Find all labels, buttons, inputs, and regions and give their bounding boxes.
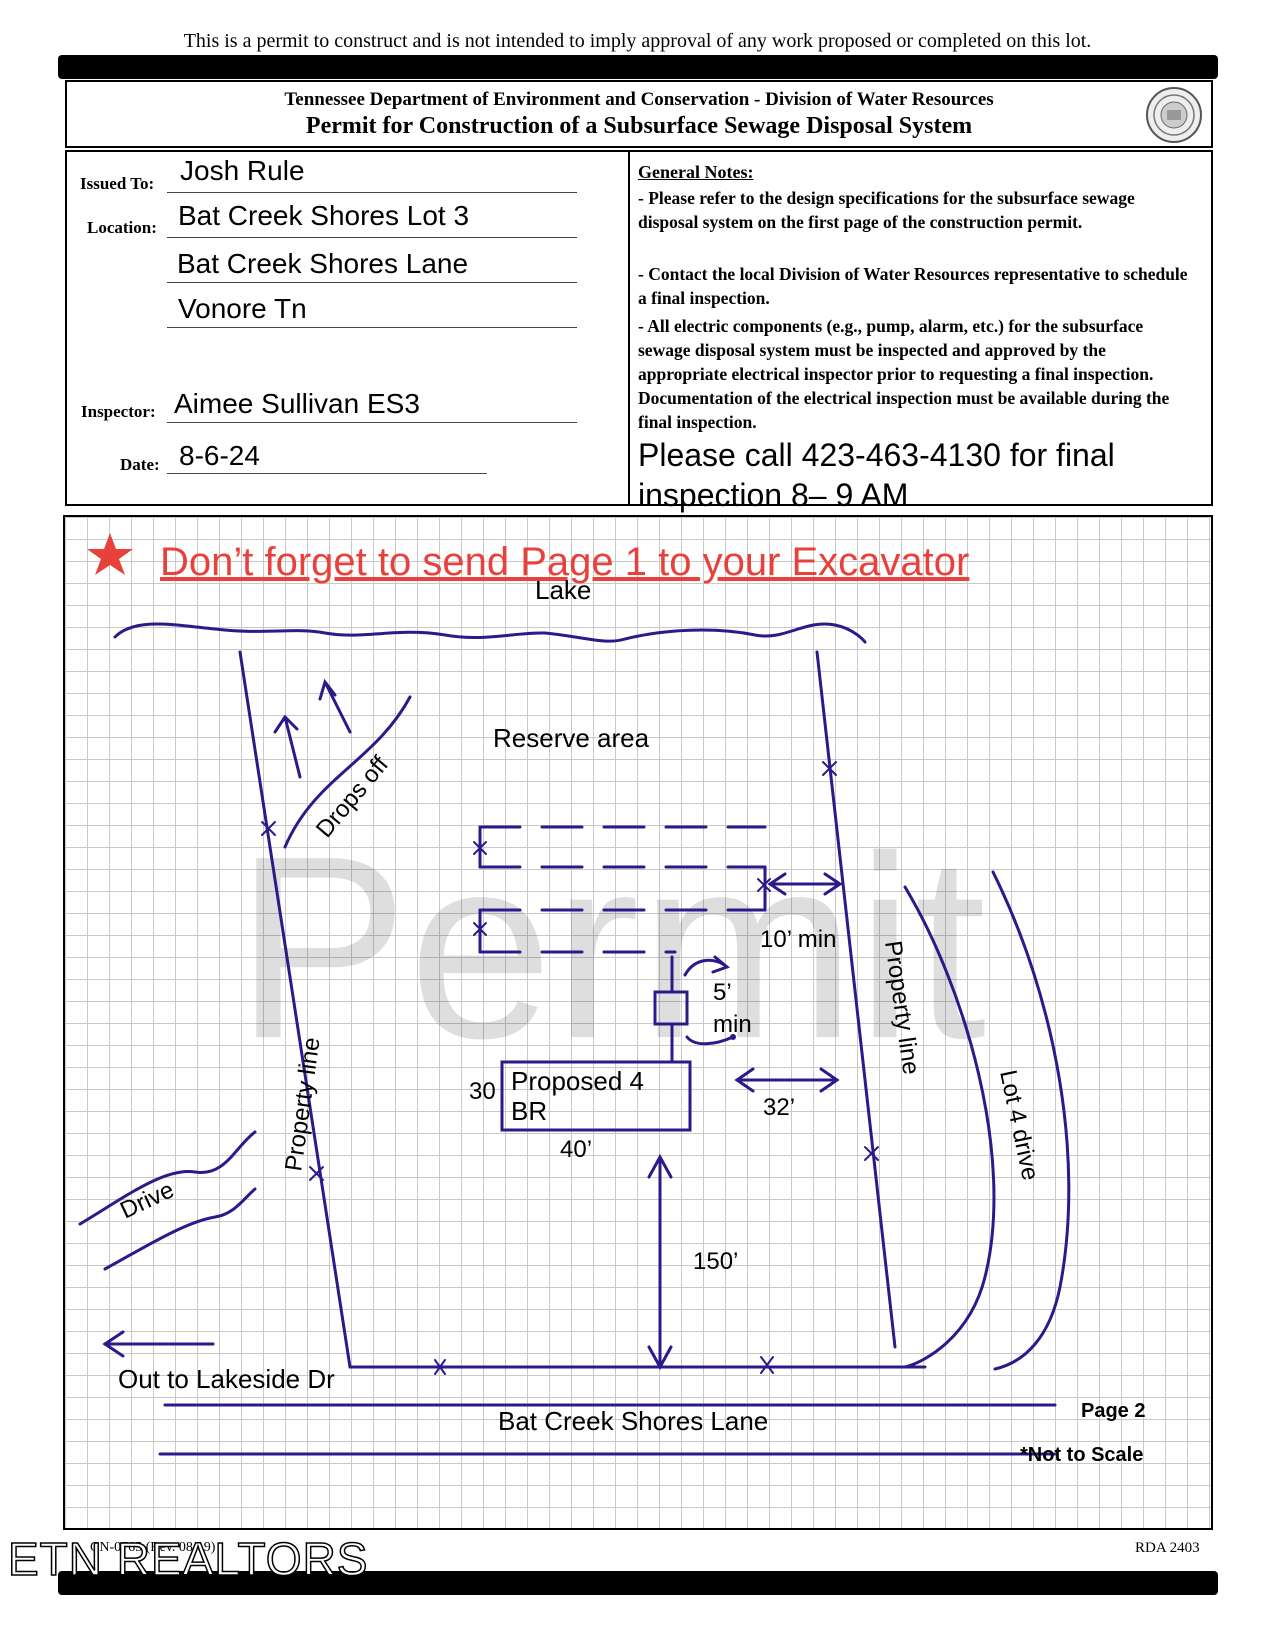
site-plan-diagram: Permit Don’t forget to send Page 1 to yo… <box>63 515 1213 1530</box>
note-electrical: - All electric components (e.g., pump, a… <box>638 316 1170 432</box>
brand-watermark: ETN REALTORS <box>7 1532 369 1586</box>
top-bar <box>58 55 1218 79</box>
date-underline <box>167 473 487 474</box>
location-underline-3 <box>167 327 577 328</box>
five-min-hook-upper <box>683 955 730 977</box>
footer-form-number: CN-0765 (Rev. 08/19) <box>90 1540 216 1555</box>
lake-label: Lake <box>535 575 591 605</box>
lake-shoreline <box>113 622 867 644</box>
call-for-inspection: Please call 423-463-4130 for final inspe… <box>638 437 1115 513</box>
min-label: min <box>713 1011 752 1038</box>
road-label: Bat Creek Shores Lane <box>498 1406 768 1436</box>
inspector-label: Inspector: <box>81 402 156 421</box>
note-contact: - Contact the local Division of Water Re… <box>638 264 1188 308</box>
date-value: 8-6-24 <box>179 440 260 471</box>
lot4-drive-curve-2 <box>991 870 1071 1371</box>
ten-min-arrow <box>767 872 843 896</box>
date-label: Date: <box>120 455 160 474</box>
star-icon <box>87 533 133 575</box>
out-arrow-head <box>102 1330 125 1358</box>
drive-line-2 <box>103 1187 257 1271</box>
five-label: 5’ <box>713 979 732 1006</box>
permit-watermark: Permit <box>235 803 987 1093</box>
bottom-bar <box>58 1571 1218 1595</box>
br-label: BR <box>511 1096 547 1126</box>
site-plan-drawing: Permit Don’t forget to send Page 1 to yo… <box>78 533 1145 1466</box>
not-to-scale-note: *Not to Scale <box>1020 1444 1143 1466</box>
location-line-1: Bat Creek Shores Lot 3 <box>178 200 470 231</box>
drops-off-arrow-2 <box>318 678 352 734</box>
boundary-markers <box>261 761 879 1375</box>
notes-title: General Notes: <box>638 162 754 182</box>
five-min-dot <box>730 1034 736 1040</box>
ten-min-label: 10’ min <box>760 926 836 953</box>
issued-to-value: Josh Rule <box>180 155 305 186</box>
one-fifty-label: 150’ <box>693 1248 738 1275</box>
one-fifty-arrow <box>647 1153 673 1371</box>
reserve-area-label: Reserve area <box>493 723 650 753</box>
location-underline-1 <box>167 237 577 238</box>
proposed-label: Proposed 4 <box>511 1066 644 1096</box>
location-line-3: Vonore Tn <box>178 293 307 324</box>
thirty-two-label: 32’ <box>763 1094 795 1121</box>
permit-info-panel: Issued To: Josh Rule Location: Bat Creek… <box>65 150 630 506</box>
thirty-label: 30 <box>469 1078 496 1105</box>
drain-field-lines <box>478 825 767 954</box>
page-number: Page 2 <box>1081 1400 1145 1422</box>
note-design-specs: - Please refer to the design specificati… <box>638 188 1135 232</box>
department-name: Tennessee Department of Environment and … <box>284 89 994 110</box>
footer-rda: RDA 2403 <box>1135 1540 1200 1556</box>
proposed-house <box>500 1060 692 1132</box>
forty-label: 40’ <box>560 1136 592 1163</box>
header-box: Tennessee Department of Environment and … <box>65 80 1213 148</box>
general-notes-panel: General Notes: - Please refer to the des… <box>628 150 1213 513</box>
drops-off-arrow-1 <box>273 714 302 779</box>
lot4-drive-label: Lot 4 drive <box>994 1068 1044 1183</box>
location-label: Location: <box>87 218 157 237</box>
left-property-line <box>238 650 352 1369</box>
inspector-underline <box>167 422 577 423</box>
excavator-reminder: Don’t forget to send Page 1 to your Exca… <box>160 540 969 584</box>
issued-to-label: Issued To: <box>80 174 155 193</box>
inspector-value: Aimee Sullivan ES3 <box>174 388 420 419</box>
five-min-hook-lower <box>685 1035 735 1046</box>
issued-to-underline <box>167 192 577 193</box>
permit-title: Permit for Construction of a Subsurface … <box>305 113 973 139</box>
state-seal-icon <box>1146 87 1202 143</box>
lot4-drive-curve-1 <box>903 885 996 1369</box>
location-underline-2 <box>167 282 577 283</box>
drops-off-curve <box>283 695 412 849</box>
disclaimer: This is a permit to construct and is not… <box>183 30 1092 52</box>
out-to-lakeside-label: Out to Lakeside Dr <box>118 1364 335 1394</box>
drive-line-1 <box>78 1130 257 1226</box>
location-line-2: Bat Creek Shores Lane <box>177 248 469 279</box>
thirty-two-arrow <box>734 1067 840 1093</box>
